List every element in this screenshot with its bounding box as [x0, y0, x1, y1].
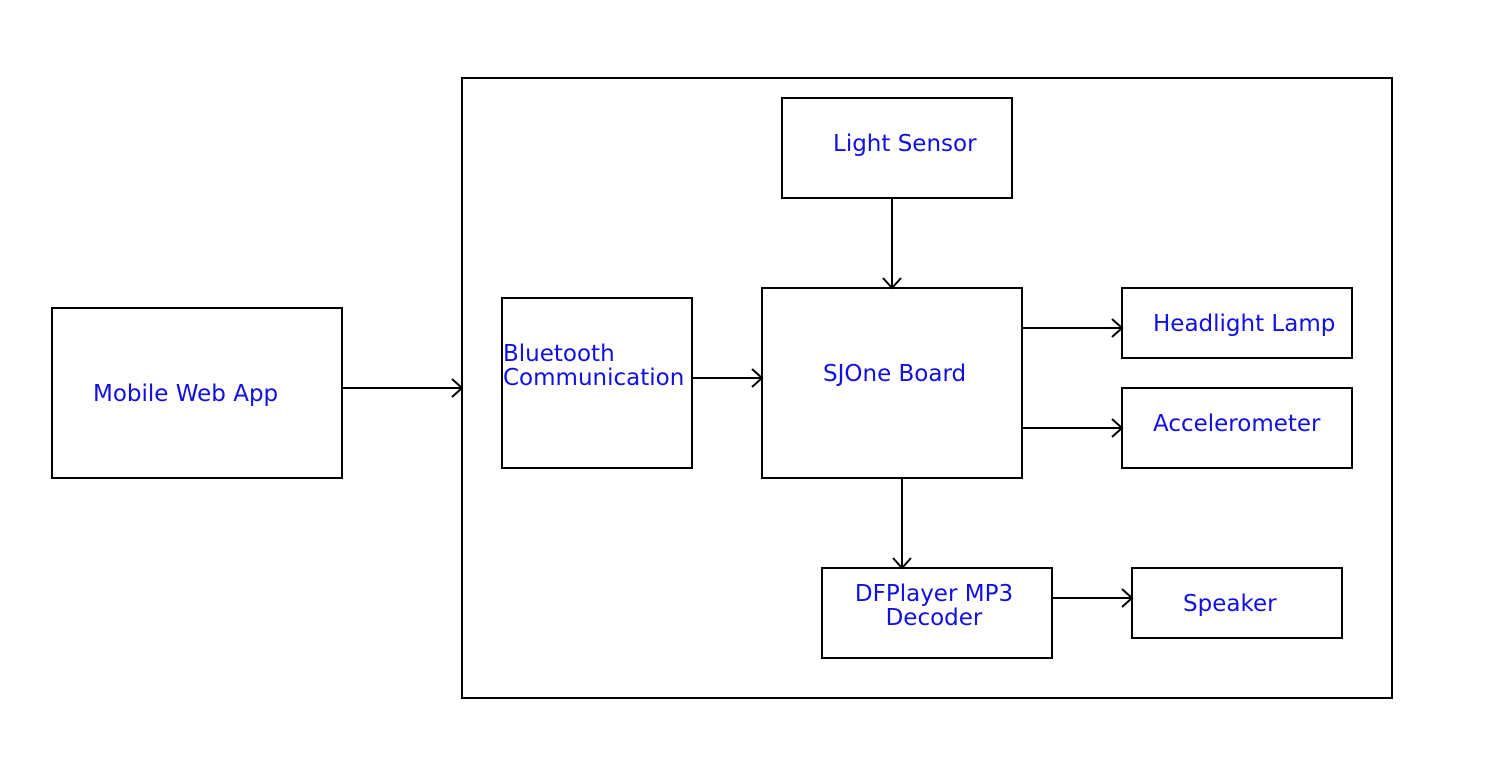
- node-dfplayer: DFPlayer MP3 Decoder: [821, 567, 1053, 659]
- edge-light-sensor-to-sjone: [882, 198, 902, 290]
- bluetooth-label-line1: Bluetooth: [503, 341, 615, 367]
- node-light-sensor: Light Sensor: [781, 97, 1013, 199]
- node-accelerometer: Accelerometer: [1121, 387, 1353, 469]
- bluetooth-label-line2: Communication: [503, 365, 684, 391]
- accelerometer-label: Accelerometer: [1153, 411, 1321, 437]
- light-sensor-label: Light Sensor: [833, 131, 977, 157]
- edge-sjone-to-headlight: [1022, 318, 1124, 338]
- edge-dfplayer-to-speaker: [1052, 588, 1134, 608]
- light-sensor-box: [781, 97, 1013, 199]
- edge-sjone-to-dfplayer: [892, 478, 912, 570]
- edge-bluetooth-to-sjone: [692, 368, 764, 388]
- sjone-board-label: SJOne Board: [823, 361, 966, 387]
- edge-sjone-to-accelerometer: [1022, 418, 1124, 438]
- speaker-label: Speaker: [1183, 591, 1277, 617]
- headlight-lamp-label: Headlight Lamp: [1153, 311, 1335, 337]
- dfplayer-label-line1: DFPlayer MP3: [855, 581, 1013, 607]
- mobile-web-app-box: [51, 307, 343, 479]
- node-speaker: Speaker: [1131, 567, 1343, 639]
- mobile-web-app-label: Mobile Web App: [93, 381, 278, 407]
- node-bluetooth: Bluetooth Communication: [501, 297, 693, 469]
- edge-mobile-to-enclosure: [342, 378, 464, 398]
- bluetooth-box: [501, 297, 693, 469]
- node-sjone-board: SJOne Board: [761, 287, 1023, 479]
- node-headlight-lamp: Headlight Lamp: [1121, 287, 1353, 359]
- node-mobile-web-app: Mobile Web App: [51, 307, 343, 479]
- dfplayer-box: [821, 567, 1053, 659]
- dfplayer-label-line2: Decoder: [886, 605, 983, 631]
- headlight-lamp-box: [1121, 287, 1353, 359]
- speaker-box: [1131, 567, 1343, 639]
